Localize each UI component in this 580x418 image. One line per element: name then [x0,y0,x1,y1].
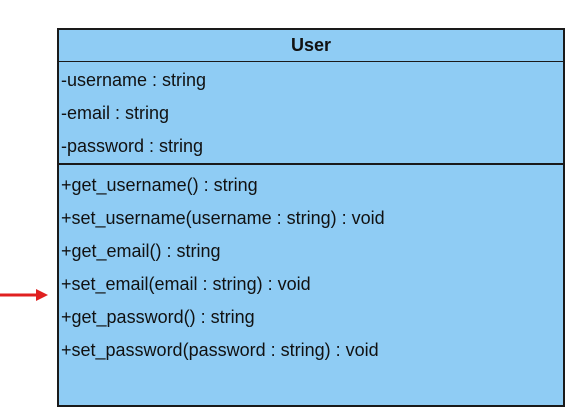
method-row: +get_email() : string [61,241,221,261]
methods-compartment: +get_username() : string +set_username(u… [59,165,563,367]
method-row: +set_email(email : string) : void [61,274,311,294]
attribute-row: -email : string [61,103,170,123]
attribute-row: -password : string [61,136,204,156]
method-row: +get_username() : string [61,175,258,195]
method-row: +get_password() : string [61,307,255,327]
uml-class-user: User -username : string -email : string … [57,28,565,407]
class-name: User [59,30,563,62]
attributes-compartment: -username : string -email : string -pass… [59,62,563,165]
method-row: +set_username(username : string) : void [61,208,385,228]
method-row: +set_password(password : string) : void [61,340,379,360]
attribute-row: -username : string [61,70,207,90]
red-arrow-icon [0,289,48,301]
